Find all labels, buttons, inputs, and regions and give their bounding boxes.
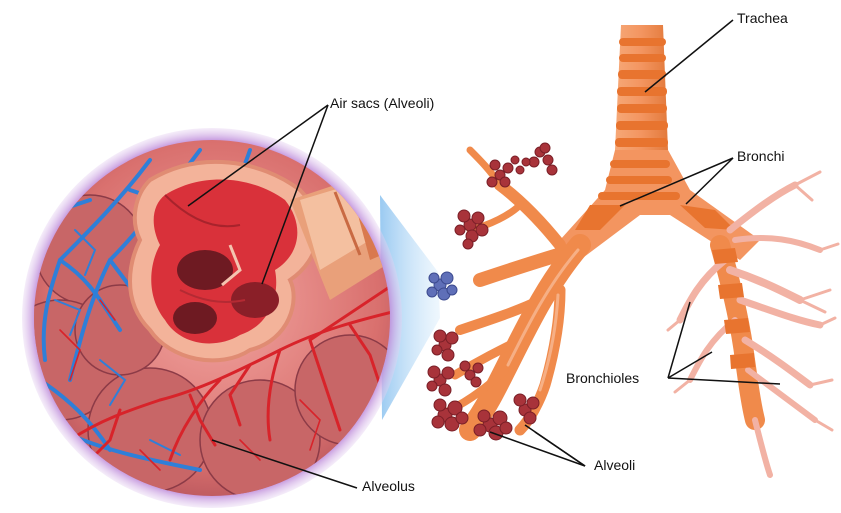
label-alveolus: Alveolus (362, 478, 415, 494)
alveoli-cluster (529, 143, 557, 175)
bronchi-leader-right (686, 158, 733, 204)
left-bronchial-tree (450, 150, 580, 430)
label-bronchi: Bronchi (737, 148, 784, 164)
label-bronchioles: Bronchioles (566, 370, 639, 386)
alveoli-cluster (514, 394, 539, 424)
label-trachea: Trachea (737, 10, 788, 26)
alveoli-cluster (455, 210, 488, 249)
alveoli-leader-1 (490, 432, 585, 466)
alveoli-leader-3 (535, 432, 585, 466)
alveoli-cluster (427, 366, 454, 396)
trachea (615, 25, 668, 150)
alveoli-cluster (432, 330, 458, 361)
label-air-sacs: Air sacs (Alveoli) (330, 95, 434, 111)
alveolus-closeup (0, 128, 410, 508)
label-alveoli: Alveoli (594, 457, 635, 473)
alveoli-cluster (511, 156, 530, 174)
